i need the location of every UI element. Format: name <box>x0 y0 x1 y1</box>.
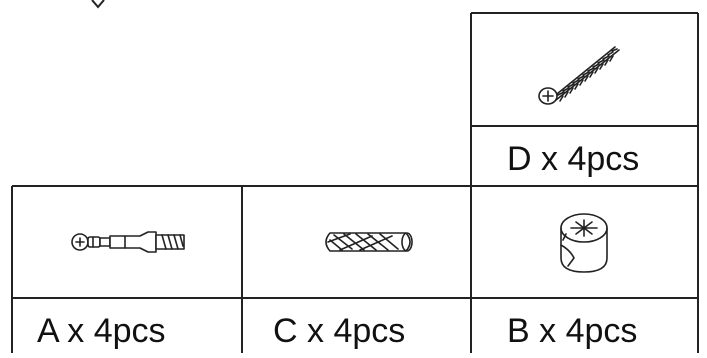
cam-bolt-icon <box>71 231 185 253</box>
part-b-label: B x 4pcs <box>507 312 638 350</box>
wood-screw-icon <box>538 46 620 105</box>
grid-lines <box>11 12 699 353</box>
part-a-label: A x 4pcs <box>37 312 166 350</box>
part-d-label: D x 4pcs <box>507 140 640 178</box>
cam-lock-nut-icon <box>560 213 608 273</box>
cropped-glyph <box>91 0 105 9</box>
part-c-label: C x 4pcs <box>273 312 406 350</box>
wooden-dowel-icon <box>325 232 413 252</box>
